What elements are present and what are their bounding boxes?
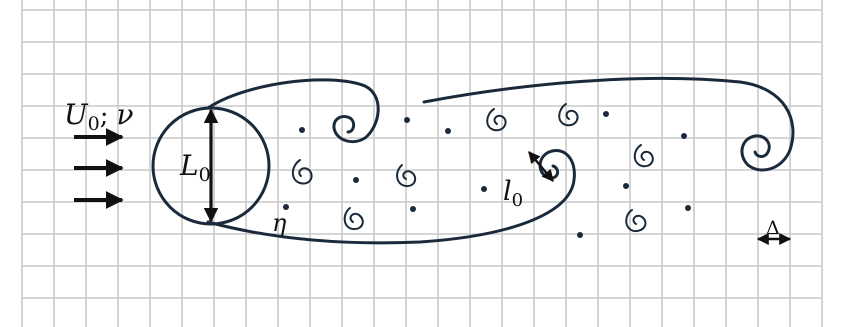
dot-marker — [577, 232, 583, 238]
dot-marker — [299, 127, 305, 133]
spiral-icon — [635, 145, 653, 166]
background-grid — [22, 0, 822, 327]
small-eddies — [293, 104, 653, 231]
inflow-label: U0;ν — [64, 98, 134, 135]
dot-marker — [603, 111, 609, 117]
dot-marker — [410, 206, 416, 212]
grid-spacing-label: Δ — [766, 217, 780, 239]
dot-marker — [353, 177, 359, 183]
spiral-icon — [345, 208, 363, 229]
dot-marker — [681, 133, 687, 139]
kolmogorov-scale-label: η — [272, 209, 287, 237]
inflow-arrows — [74, 137, 122, 200]
body-size-label: L0 — [179, 149, 211, 186]
spiral-icon — [487, 109, 505, 130]
dot-marker — [481, 186, 487, 192]
dot-marker — [445, 128, 451, 134]
spiral-icon — [626, 210, 645, 231]
upper-shear-layer — [208, 80, 378, 142]
spiral-icon — [293, 160, 312, 184]
dot-marker — [623, 183, 629, 189]
spiral-icon — [559, 104, 577, 125]
eddy-size-arrow — [529, 152, 553, 181]
dot-marker — [404, 117, 410, 123]
eddy-size-label: l0 — [503, 176, 523, 211]
downstream-wake-boundary — [424, 78, 793, 170]
dot-marker — [685, 205, 691, 211]
